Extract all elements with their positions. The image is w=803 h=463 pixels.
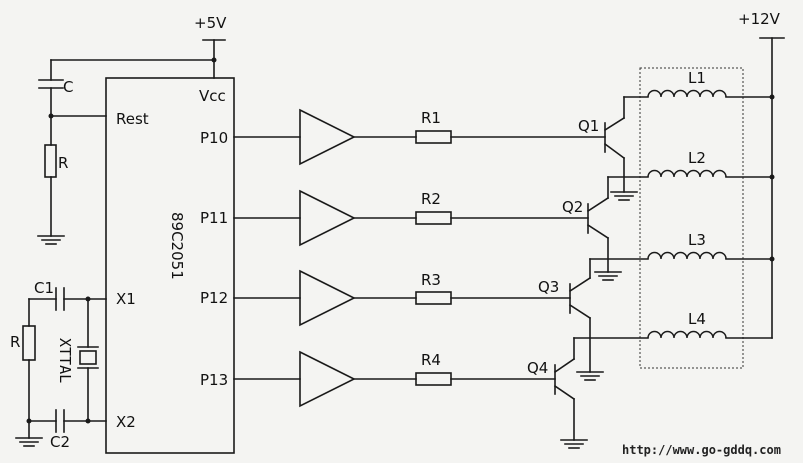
mcu-body bbox=[105, 77, 235, 454]
ground-icon bbox=[560, 439, 588, 449]
coil-l3 bbox=[647, 251, 727, 260]
coil-l4 bbox=[647, 330, 727, 339]
watermark-url: http://www.go-gddq.com bbox=[622, 443, 781, 457]
l2-label: L2 bbox=[688, 149, 706, 167]
reset-resistor bbox=[44, 144, 57, 178]
reset-circuit: C R bbox=[37, 59, 107, 245]
channel-1: R1 Q1 L1 bbox=[233, 69, 773, 201]
l3-label: L3 bbox=[688, 231, 706, 249]
l1-label: L1 bbox=[688, 69, 706, 87]
mcu-pin-p10: P10 bbox=[200, 129, 228, 147]
q2-label: Q2 bbox=[562, 198, 583, 216]
vcc-5v-supply: +5V bbox=[50, 14, 227, 79]
reset-resistor-label: R bbox=[58, 154, 68, 172]
buffer-icon bbox=[299, 350, 356, 408]
buffer-icon bbox=[299, 269, 356, 327]
mcu-pin-p13: P13 bbox=[200, 371, 228, 389]
resistor-r4 bbox=[415, 372, 452, 386]
crystal-label: XTTAL bbox=[56, 338, 74, 383]
coil-l1 bbox=[647, 89, 727, 98]
r1-label: R1 bbox=[421, 109, 441, 127]
ground-icon bbox=[610, 191, 638, 201]
channel-3: R3 Q3 L3 bbox=[233, 231, 773, 381]
l4-label: L4 bbox=[688, 310, 706, 328]
osc-resistor-label: R bbox=[10, 333, 20, 351]
reset-capacitor-label: C bbox=[63, 78, 73, 96]
ground-icon bbox=[576, 371, 604, 381]
q4-label: Q4 bbox=[527, 359, 548, 377]
buffer-icon bbox=[299, 189, 356, 247]
resistor-r1 bbox=[415, 130, 452, 144]
mcu-pin-x2: X2 bbox=[116, 413, 136, 431]
mcu-89c2051: Vcc Rest P10 P11 P12 P13 X1 X2 89C2051 bbox=[105, 77, 235, 454]
ground-icon bbox=[594, 271, 622, 281]
osc-resistor bbox=[22, 325, 36, 361]
q1-label: Q1 bbox=[578, 117, 599, 135]
c2-label: C2 bbox=[50, 433, 70, 451]
vcc-12v-rail: +12V bbox=[738, 10, 785, 339]
resistor-r3 bbox=[415, 291, 452, 305]
c1-label: C1 bbox=[34, 279, 54, 297]
ground-icon bbox=[15, 437, 43, 447]
vcc-12v-label: +12V bbox=[738, 10, 781, 28]
crystal-icon bbox=[79, 350, 97, 365]
r2-label: R2 bbox=[421, 190, 441, 208]
mcu-pin-vcc: Vcc bbox=[199, 87, 226, 105]
r4-label: R4 bbox=[421, 351, 441, 369]
mcu-pin-p11: P11 bbox=[200, 209, 228, 227]
mcu-pin-x1: X1 bbox=[116, 290, 136, 308]
vcc-5v-label: +5V bbox=[194, 14, 227, 32]
mcu-pin-p12: P12 bbox=[200, 289, 228, 307]
channel-2: R2 Q2 L2 bbox=[233, 149, 773, 281]
coil-l2 bbox=[647, 169, 727, 178]
ground-icon bbox=[37, 235, 65, 245]
resistor-r2 bbox=[415, 211, 452, 225]
stepper-motor-box bbox=[639, 67, 744, 369]
r3-label: R3 bbox=[421, 271, 441, 289]
mcu-part-number: 89C2051 bbox=[168, 212, 186, 280]
mcu-pin-rest: Rest bbox=[116, 110, 149, 128]
buffer-icon bbox=[299, 108, 356, 166]
q3-label: Q3 bbox=[538, 278, 559, 296]
channel-4: R4 Q4 L4 bbox=[233, 310, 773, 449]
oscillator-circuit: C1 C2 R XTTAL bbox=[10, 279, 107, 451]
